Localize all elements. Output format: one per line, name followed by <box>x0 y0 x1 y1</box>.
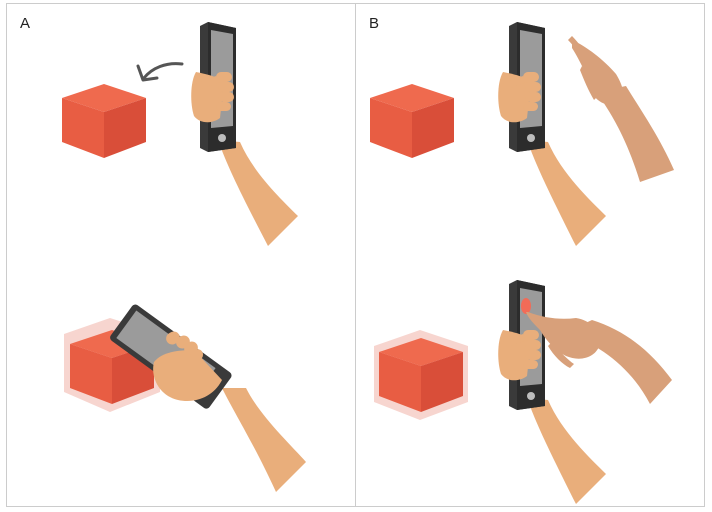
panel-label-a: A <box>20 15 30 32</box>
panel-label-b: B <box>369 15 379 32</box>
panel-b-top <box>370 22 674 246</box>
forearm <box>218 140 298 246</box>
forearm <box>527 398 606 504</box>
cube-icon <box>62 84 146 158</box>
forearm <box>527 140 606 246</box>
touch-point <box>521 298 531 314</box>
hand-icon <box>568 36 674 182</box>
hand-icon <box>153 331 222 402</box>
forearm <box>222 388 306 492</box>
curved-arrow-icon <box>136 62 184 82</box>
hand-icon <box>526 312 672 404</box>
panel-b-bottom <box>374 280 672 504</box>
panel-a-bottom <box>64 304 306 492</box>
panel-a-top <box>62 22 298 246</box>
cube-icon <box>370 84 454 158</box>
